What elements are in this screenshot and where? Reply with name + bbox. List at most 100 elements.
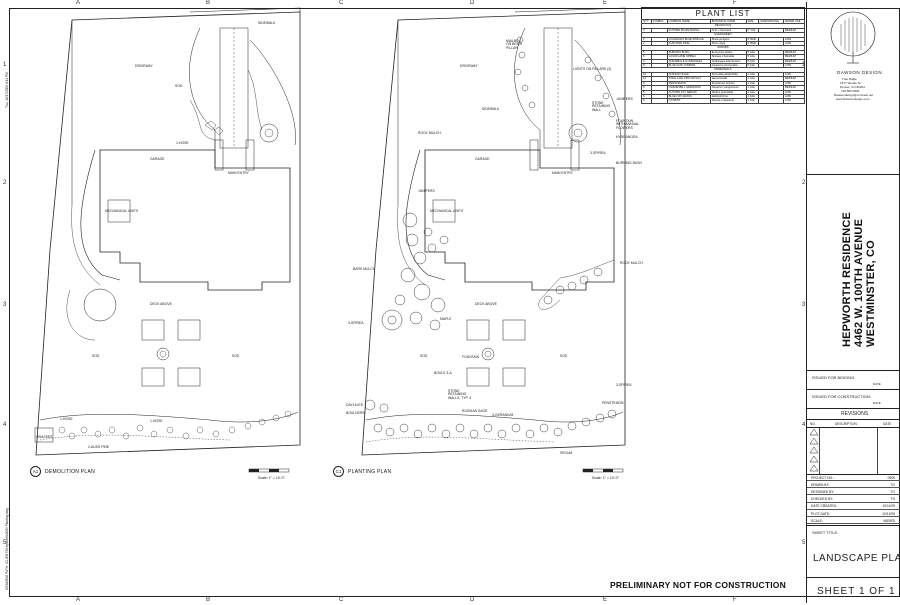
demolition-plan-label: A1 DEMOLITION PLAN: [30, 466, 95, 477]
plant-sidewalk-label: SIDEWALK: [482, 107, 500, 111]
plant-list-cell: Spiraea x bumalda: [709, 54, 747, 60]
grid-row-5-right: 5: [802, 540, 806, 546]
project-info-row: DATE CREATED:10/11/09: [807, 503, 900, 510]
plant-list-section-name: SHRUBS: [641, 45, 805, 51]
demo-grasses-label: GRASSES: [36, 435, 53, 439]
demo-property-line: [35, 11, 301, 456]
plant-burning-bush-label: BURNING BUSH: [616, 161, 642, 165]
grid-row-2-right: 2: [802, 180, 806, 186]
demo-house: [99, 149, 291, 291]
demo-pine-label: 2-AUSS PINE: [88, 445, 110, 449]
plant-mech-label: MECHANICAL UNITS: [430, 209, 464, 213]
firm-line: www.Dawsondesign.com: [836, 97, 870, 101]
demo-sod-label-2: SOD: [92, 354, 100, 358]
plant-list-cell: Nepeta x faassenii: [709, 98, 747, 104]
plant-list-cell: Sedum spectabile: [709, 89, 747, 95]
planting-plan-badge: C1: [333, 466, 344, 477]
plant-list-cell: GOLDFLAME SPIREA: [666, 54, 711, 60]
plant-garage-label: GARAGE: [475, 157, 490, 161]
plant-sod-label-2: SOD: [560, 354, 568, 358]
demo-sidewalk-label: SIDEWALK: [258, 21, 276, 25]
plant-sedum-label: SEDUM: [560, 451, 573, 455]
grid-col-b-top: B: [206, 0, 211, 6]
plant-deck-label: DECK ABOVE: [475, 302, 497, 306]
grid-col-c-top: C: [339, 0, 344, 6]
demo-driveway-curve: [80, 149, 121, 281]
project-info-label: PLOT DATE:: [811, 511, 830, 516]
grid-col-d-bottom: D: [470, 597, 475, 603]
plant-list-cell: [650, 98, 668, 104]
project-info: HEPWORTH RESIDENCE 4462 W. 100TH AVENUE …: [841, 177, 877, 347]
plant-list-title: PLANT LIST: [641, 7, 805, 19]
plant-list-cell: Penstemon strictus: [709, 80, 747, 87]
project-info-label: DESIGNED BY:: [811, 489, 835, 494]
plant-boules-label: BOULE 3-A: [434, 371, 452, 375]
demo-main-entry-label: MAIN ENTRY: [228, 171, 249, 175]
plant-list-cell: AUTUMN JOY SEDUM: [666, 89, 711, 95]
planting-plan-label: C1 PLANTING PLAN: [333, 466, 391, 477]
tb-divider-4: [807, 408, 900, 409]
rev-header-date: DATE: [883, 422, 892, 426]
project-info-value: TG: [890, 482, 895, 487]
plant-list: PLANT LIST QTY SYMBOL COMMON NAME BOTANI…: [641, 7, 806, 104]
demo-driveway-label: DRIVEWAY: [135, 64, 153, 68]
plant-list-cell: LOW: [782, 98, 806, 104]
firm-name: DAWSON DESIGN: [837, 70, 883, 75]
plant-list-cell: 1 GAL: [745, 98, 760, 104]
project-info-row: DESIGNED BY: TG: [807, 488, 900, 496]
plant-list-header: BOTANICAL NAME: [709, 18, 747, 25]
plant-junipers-label-2: JUNIPERS: [418, 189, 435, 193]
plant-mailbox-label: MAILBOX ON BRICK PILLAR: [506, 39, 523, 50]
rev-table: [807, 427, 900, 474]
demo-mech-label: MECHANICAL UNITS: [105, 209, 139, 213]
tb-divider-1: [807, 174, 900, 175]
demo-hose-label-2: 1-HOSE: [60, 417, 73, 421]
plant-list-cell: Picea pungens: [709, 36, 747, 43]
plant-list-cell: MEDIUM: [782, 76, 806, 82]
sheet-title: LANDSCAPE PLAN: [813, 553, 900, 564]
project-info-value: VARIES: [883, 518, 895, 523]
preliminary-note: PRELIMINARY NOT FOR CONSTRUCTION: [610, 580, 786, 590]
project-info-value: TG: [890, 489, 895, 494]
demo-sod-label-1: SOD: [175, 84, 183, 88]
project-info-label: SCALE:: [811, 518, 823, 523]
plant-list-cell: Hydrangea arborescens: [709, 58, 747, 65]
firm-line: Tree Ridge: [842, 77, 857, 81]
plant-list-section-row: DECIDUOUS: [641, 23, 805, 29]
plant-boulders-label: BOULDERS: [346, 411, 365, 415]
demo-front-bed: [189, 27, 216, 150]
project-info-row: CHECKED BY:TH: [807, 496, 900, 503]
project-info-label: DRAWN BY:: [811, 482, 830, 487]
plant-list-cell: Euonymus alatus: [709, 49, 747, 56]
plant-list-cell: STELLA DE ORO DAYLILY: [666, 76, 711, 82]
issued-bidding-date: DATE: [873, 382, 881, 386]
plant-list-cell: BLUE CHIP JUNIPER: [666, 63, 711, 69]
project-name: HEPWORTH RESIDENCE: [841, 212, 853, 347]
plant-list-section-name: DECIDUOUS: [641, 23, 805, 29]
grid-row-5-left: 5: [3, 540, 7, 546]
plant-bark-mulch-label: BARK MULCH: [353, 267, 376, 271]
plant-list-section-row: PERENNIALS: [641, 67, 805, 73]
project-city: WESTMINSTER, CO: [865, 240, 877, 347]
rev-header-desc: DESCRIPTION: [835, 422, 857, 426]
plant-daylilies-label: DAYLILIES: [346, 403, 363, 407]
plant-junipers-label: JUNIPERS: [616, 97, 633, 101]
plant-list-header: SIZE/SPACING: [758, 18, 784, 25]
grid-col-e-bottom: E: [603, 597, 608, 603]
grid-col-f-top: F: [733, 0, 737, 6]
grid-col-a-top: A: [76, 0, 81, 6]
demolition-plan-scale: Scale: 1" = 10'-0": [258, 476, 285, 480]
demo-tree-circle: [259, 123, 279, 143]
plant-driveway-label: DRIVEWAY: [460, 64, 478, 68]
plant-maple-label: MAPLE: [440, 317, 452, 321]
project-info-label: CHECKED BY:: [811, 497, 834, 502]
tb-divider-5: [807, 419, 900, 420]
